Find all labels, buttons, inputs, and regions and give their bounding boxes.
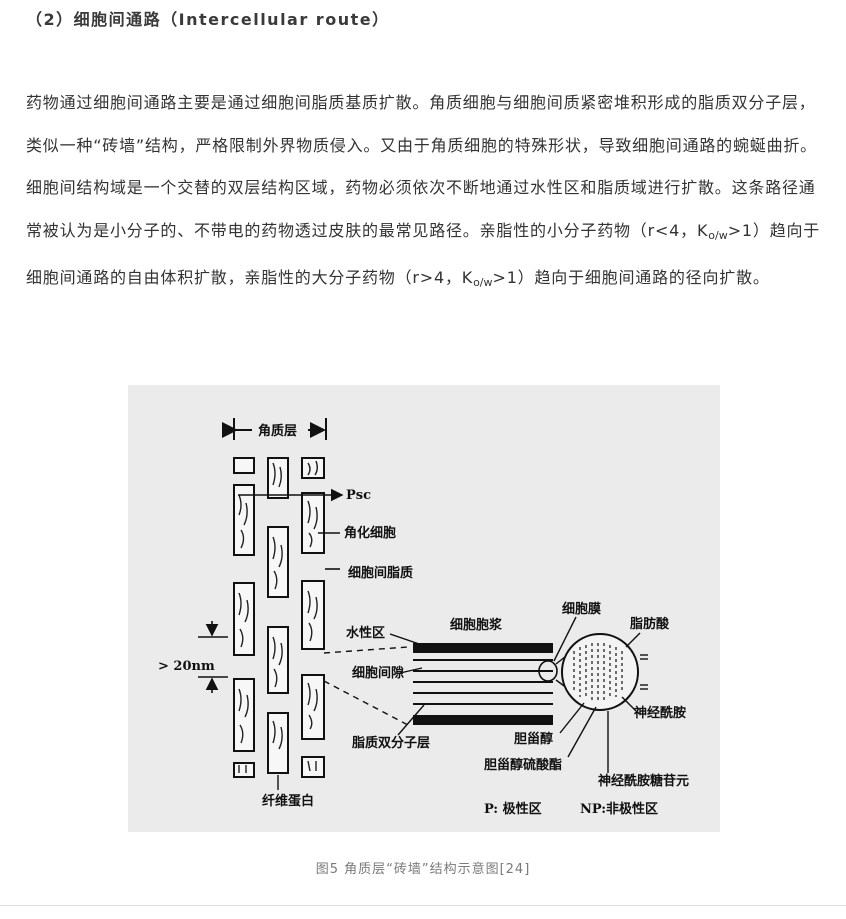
cholesterol-sulfate-pointer bbox=[567, 706, 597, 758]
membrane-zoom-circle bbox=[555, 633, 648, 711]
label-ceramide: 神经酰胺 bbox=[634, 705, 686, 721]
section-heading: （2）细胞间通路（Intercellular route） bbox=[26, 10, 390, 29]
corneocyte-bricks bbox=[233, 457, 325, 778]
paragraph-text-2: >1）趋向于细胞间通路的自由体积扩散，亲脂性的大分子药物（r>4，K bbox=[26, 220, 821, 288]
paragraph-text-1: 药物通过细胞间通路主要是通过细胞间脂质基质扩散。角质细胞与细胞间质紧密堆积形成的… bbox=[26, 93, 817, 240]
fatty-acid-pointer bbox=[625, 632, 641, 648]
keratin-fibers bbox=[238, 460, 318, 773]
label-stratum-corneum: 角质层 bbox=[258, 423, 297, 439]
label-gap-size: > 20nm bbox=[158, 659, 215, 674]
label-cerebroside: 神经酰胺糖苷元 bbox=[598, 773, 689, 789]
label-aqueous-region: 水性区 bbox=[346, 625, 385, 641]
cholesterol-pointer bbox=[559, 702, 585, 734]
label-fatty-acid: 脂肪酸 bbox=[629, 616, 670, 632]
intercellular-space-pointer bbox=[399, 667, 423, 674]
bottom-divider bbox=[0, 905, 846, 906]
zoom-line-bottom bbox=[323, 680, 409, 726]
label-nonpolar-region: NP:非极性区 bbox=[580, 801, 658, 817]
body-paragraph: 药物通过细胞间通路主要是通过细胞间脂质基质扩散。角质细胞与细胞间质紧密堆积形成的… bbox=[26, 82, 822, 305]
label-psc: Psc bbox=[346, 488, 371, 503]
cell-membrane-pointer bbox=[553, 616, 577, 662]
label-intercellular-lipid: 细胞间脂质 bbox=[348, 565, 413, 581]
label-corneocyte: 角化细胞 bbox=[344, 525, 396, 541]
label-polar-region: P: 极性区 bbox=[484, 801, 542, 817]
label-cholesterol: 胆甾醇 bbox=[514, 731, 553, 747]
zoom-line-top bbox=[323, 646, 409, 654]
label-fibrous-protein: 纤维蛋白 bbox=[262, 793, 314, 809]
brick-wall-diagram: 角质层 bbox=[158, 418, 689, 817]
subscript-ow-1: o/w bbox=[708, 228, 728, 242]
stratum-corneum-dimension: 角质层 bbox=[222, 418, 327, 440]
label-intercellular-space: 细胞间隙 bbox=[352, 665, 404, 681]
gap-size-marker: > 20nm bbox=[158, 621, 228, 693]
brick-wall-figure: 角质层 bbox=[128, 385, 720, 832]
ceramide-pointer bbox=[621, 696, 637, 712]
label-cholesterol-sulfate: 胆甾醇硫酸酯 bbox=[484, 757, 562, 773]
lipid-bilayer-stack bbox=[413, 643, 558, 725]
paragraph-text-3: >1）趋向于细胞间通路的径向扩散。 bbox=[492, 268, 770, 288]
label-cell-membrane: 细胞膜 bbox=[562, 601, 601, 617]
figure-caption: 图5 角质层“砖墙”结构示意图[24] bbox=[315, 862, 531, 877]
subscript-ow-2: o/w bbox=[473, 276, 493, 290]
label-lipid-bilayer: 脂质双分子层 bbox=[351, 735, 430, 751]
aqueous-region-pointer bbox=[389, 633, 429, 648]
lipid-bilayer-pointer bbox=[397, 704, 425, 736]
label-cytoplasm: 细胞胞浆 bbox=[450, 617, 503, 633]
